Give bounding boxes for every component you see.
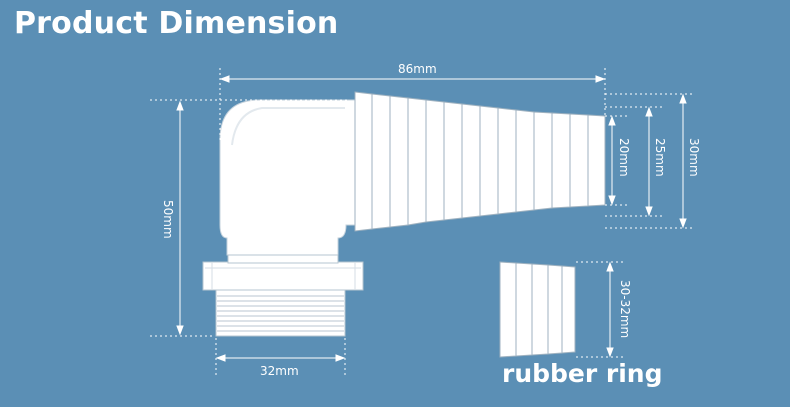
thread-lines <box>217 295 344 332</box>
label-tip-30: 30mm <box>687 138 701 177</box>
label-thread-width: 32mm <box>260 364 299 378</box>
hex-nut <box>202 261 364 291</box>
label-ring: 30-32mm <box>618 280 632 339</box>
page-title: Product Dimension <box>14 6 339 41</box>
elbow-body <box>219 99 356 256</box>
label-overall-length: 86mm <box>398 62 437 76</box>
thread-section <box>215 289 346 337</box>
rubber-ring-shape <box>499 261 576 358</box>
stepped-barb <box>354 91 606 232</box>
rubber-ring-label: rubber ring <box>502 359 663 388</box>
dimension-arrows <box>176 75 687 362</box>
label-tip-25: 25mm <box>653 138 667 177</box>
label-tip-20: 20mm <box>617 138 631 177</box>
label-height: 50mm <box>161 200 175 239</box>
